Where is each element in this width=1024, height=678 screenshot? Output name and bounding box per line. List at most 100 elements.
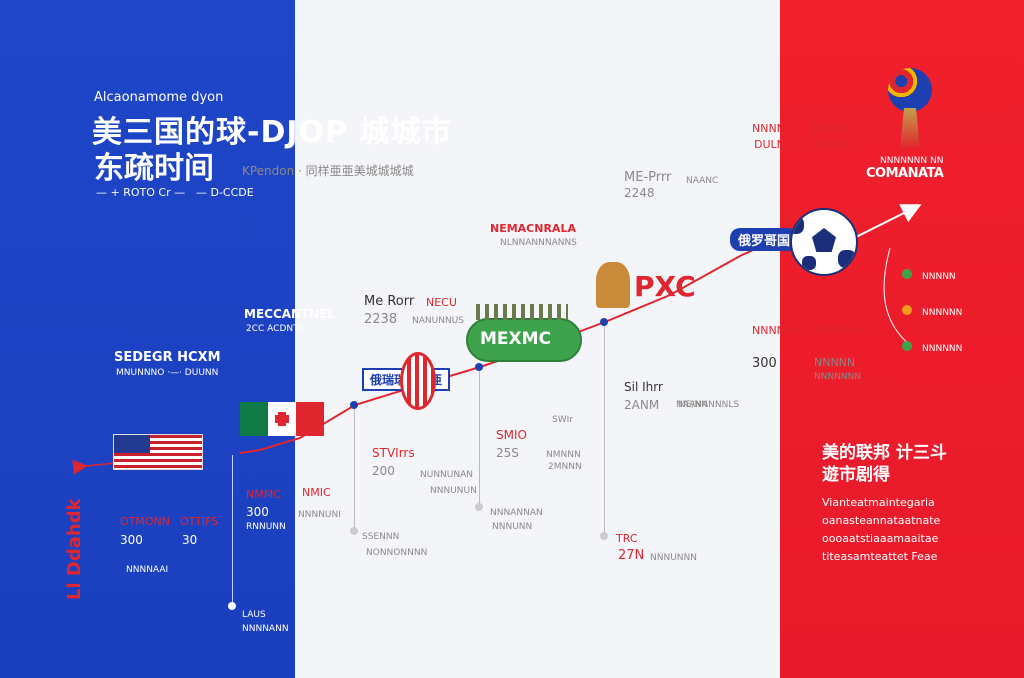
stop-sub: 2CC ACDNTS: [246, 324, 305, 334]
data-label: TRC: [616, 532, 638, 545]
right-body-line: Vianteatmaintegaria: [822, 496, 935, 509]
stop-sub: NLNNANNNANNS: [500, 238, 577, 248]
stop-name: MECCANTNEL: [244, 307, 336, 321]
legend-dot: [902, 341, 912, 351]
stop-sub: NAANC: [686, 176, 719, 186]
legend-item: NNNNNN: [902, 336, 962, 355]
left-vertical-text: Ll Ddahdk: [64, 498, 85, 600]
route-node[interactable]: [350, 401, 358, 409]
usa-flag-canton: [114, 435, 150, 453]
bottom-label: NNNUNN: [492, 522, 533, 532]
mexico-flag: [240, 402, 324, 436]
world-cup-emblem: [888, 68, 932, 150]
stop-sub: NAANANNNLS: [676, 400, 740, 410]
data-label: NMMC: [246, 488, 281, 501]
stop-name: Sil Ihrr: [624, 380, 663, 394]
legend-dot: [902, 269, 912, 279]
right-body-line: oooaatstiaaamaaitae: [822, 532, 939, 545]
stem: [354, 405, 355, 530]
data-value: NNNUNUN: [430, 486, 477, 496]
data-label: SMIO: [496, 428, 527, 442]
data-value: NNNNUNI: [298, 510, 341, 520]
data-label: NMIC: [302, 486, 331, 499]
mascot-icon: [596, 262, 630, 308]
stop-name: SEDEGR HCXM: [114, 350, 221, 365]
emblem-text: COMANATA: [866, 166, 944, 181]
destination-badge[interactable]: 俄罗哥国: [730, 228, 799, 251]
bottom-label: SSENNN: [362, 532, 400, 542]
bottom-label: NONNONNNN: [366, 548, 428, 558]
route-node[interactable]: [600, 318, 608, 326]
legend-label: NNNNNN: [922, 344, 963, 354]
top-stat: NNNNN: [812, 138, 854, 151]
data-label: OTMONN: [120, 515, 170, 528]
stop-num: 2ANM: [624, 398, 660, 412]
header-sub-left: — + ROTO Cr —: [96, 186, 186, 199]
soccer-ball-icon: [790, 208, 858, 276]
right-stat: NNNNN: [814, 356, 856, 369]
stop-num: 2248: [624, 186, 655, 200]
mexico-sign-badge: MEXMC: [466, 318, 582, 362]
france-blue-band: [0, 0, 295, 678]
data-label: OTTIFS: [180, 515, 219, 528]
top-stat: NNNNN: [752, 122, 794, 135]
route-node-bottom: [475, 503, 483, 511]
right-stat: 300: [752, 356, 777, 371]
bottom-sub: NNNNANN: [242, 624, 289, 634]
city-skyline-icon: [476, 304, 568, 320]
france-red-band: [780, 0, 1024, 678]
bottom-label: NNNANNAN: [490, 508, 543, 518]
data-value: 300: [120, 533, 143, 547]
header-kicker: Alcaonamome dyon: [94, 90, 224, 105]
stop-name: Me Rorr: [364, 294, 415, 309]
mexico-sign-text: MEXMC: [480, 329, 552, 349]
top-stat: DULNN: [754, 138, 794, 151]
stem: [232, 455, 233, 605]
bottom-label: LAUS: [242, 610, 266, 620]
legend-dot: [902, 305, 912, 315]
usa-flag: [113, 434, 203, 470]
data-sub: NUNNUNAN: [420, 470, 473, 480]
stop-sub: MNUNNNO ·—· DUUNN: [116, 368, 219, 378]
data-label: STVIrrs: [372, 446, 415, 460]
subtitle-center: KPendon · 同样亜亜美城城城城: [242, 164, 414, 178]
right-stat: NNNNNN: [812, 324, 862, 337]
data-sub: NNNUNNN: [650, 553, 697, 563]
pxc-logo: PXC: [634, 270, 696, 303]
data-value: 2MNNN: [548, 462, 582, 472]
data-label: SWIr: [552, 415, 573, 425]
right-heading: 美的联邦 计三斗: [822, 443, 947, 463]
right-body-line: oanasteannataatnate: [822, 514, 941, 527]
route-node[interactable]: [475, 363, 483, 371]
page-title: 美三国的球-DJOP 城城市: [92, 115, 453, 150]
data-value: 30: [182, 533, 198, 547]
emblem-sub: NNNNNNN NN: [880, 156, 944, 166]
data-label: ME/NN: [678, 400, 708, 410]
stop-code: NECU: [426, 296, 457, 309]
data-sub: NMNNN: [546, 450, 581, 460]
data-value: 25S: [496, 446, 519, 460]
route-node-bottom: [600, 532, 608, 540]
legend-item: NNNNN: [902, 264, 956, 283]
legend-label: NNNNNN: [922, 308, 963, 318]
header-sub-right: — D-CCDE: [196, 186, 254, 199]
legend-item: NNNNNN: [902, 300, 962, 319]
stop-name: ME-Prrr: [624, 170, 672, 185]
stop-sub: NANUNNUS: [412, 316, 464, 326]
data-value: 27N: [618, 548, 645, 563]
data-sub: NNNNAAI: [126, 565, 169, 575]
route-node-bottom: [350, 527, 358, 535]
right-stat: NNNNNNN: [814, 372, 862, 382]
stop-name: NEMACNRALA: [490, 222, 576, 235]
page-title-line2: 东疏时间: [94, 151, 214, 186]
stem: [604, 322, 605, 537]
data-value: 300: [246, 505, 269, 519]
route-line-end: [849, 204, 922, 241]
right-body-line: titeasamteattet Feae: [822, 550, 938, 563]
right-heading-line2: 遊市剧得: [822, 465, 890, 485]
top-stat: NNNNN: [808, 122, 850, 135]
legend-label: NNNNN: [922, 272, 956, 282]
stem: [479, 367, 480, 507]
stadium-icon: [400, 352, 436, 410]
data-sub: RNNUNN: [246, 522, 286, 532]
